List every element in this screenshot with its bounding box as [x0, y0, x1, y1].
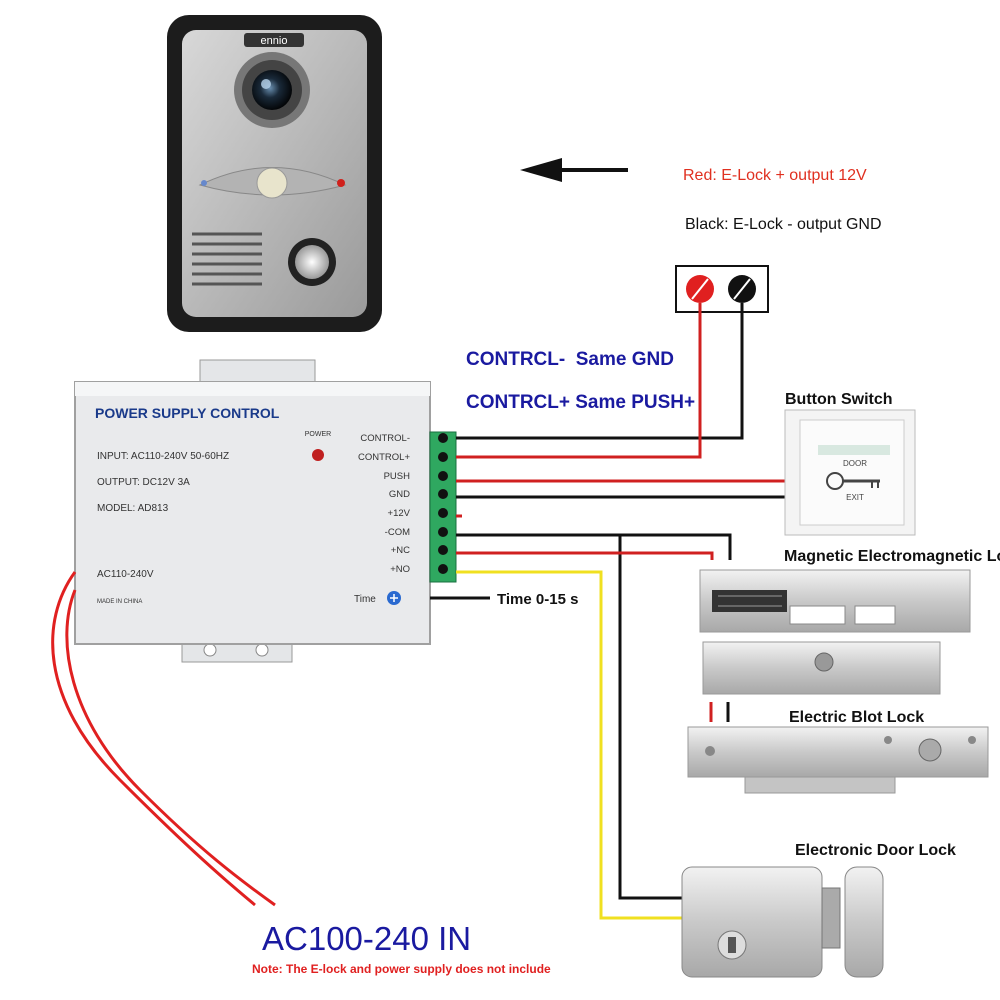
terminal-label: +NC — [391, 545, 410, 556]
ac-input-label: AC100-240 IN — [262, 920, 471, 957]
psu-model: MODEL: AD813 — [97, 503, 169, 514]
psu-input: INPUT: AC110-240V 50-60HZ — [97, 451, 229, 462]
key-icon — [826, 472, 880, 490]
button-switch-label: Button Switch — [785, 391, 893, 408]
control-minus-note: CONTRCL- Same GND — [466, 349, 674, 370]
magnetic-lock-label: Magnetic Electromagnetic Lock — [784, 548, 1000, 565]
magnetic-lock — [699, 569, 971, 695]
power-supply-unit: POWER SUPPLY CONTROL INPUT: AC110-240V 5… — [74, 359, 457, 663]
time-range-label: Time 0-15 s — [497, 591, 578, 608]
bolt-lock-label: Electric Blot Lock — [789, 709, 924, 726]
psu-title: POWER SUPPLY CONTROL — [95, 405, 280, 421]
terminal-label: CONTROL- — [360, 433, 410, 444]
psu-time-label: Time — [354, 594, 376, 605]
doorbell-brand: ennio — [261, 35, 288, 47]
terminal-label: GND — [389, 489, 410, 500]
light-sensor-icon — [256, 167, 288, 199]
psu-power-label: POWER — [305, 431, 331, 438]
psu-voltage: AC110-240V — [97, 569, 154, 580]
legend-red-line: Red: E-Lock + output 12V — [683, 167, 867, 184]
terminal-label: PUSH — [384, 471, 411, 482]
doorbell-camera: ennio — [167, 15, 382, 332]
speaker-grille-icon — [192, 232, 262, 286]
wires — [51, 303, 785, 920]
psu-output: OUTPUT: DC12V 3A — [97, 477, 190, 488]
arrow-left-icon — [520, 158, 628, 182]
lock-output-terminal — [675, 265, 769, 313]
terminal-label: +NO — [390, 564, 410, 575]
psu-made-in: MADE IN CHINA — [97, 599, 142, 605]
door-lock-label: Electronic Door Lock — [795, 842, 956, 859]
terminal-label: +12V — [388, 508, 411, 519]
exit-button-top: DOOR — [843, 459, 867, 468]
electronic-door-lock — [681, 866, 884, 978]
bolt-lock — [687, 726, 989, 794]
note-label: Note: The E-lock and power supply does n… — [252, 962, 551, 976]
exit-button: DOOR EXIT — [784, 409, 916, 536]
terminal-label: -COM — [385, 527, 410, 538]
terminal-label: CONTROL+ — [358, 452, 410, 463]
exit-button-bottom: EXIT — [846, 493, 864, 502]
legend-black-line: Black: E-Lock - output GND — [685, 216, 882, 233]
control-plus-note: CONTRCL+ Same PUSH+ — [466, 392, 695, 413]
power-led-icon — [312, 449, 324, 461]
